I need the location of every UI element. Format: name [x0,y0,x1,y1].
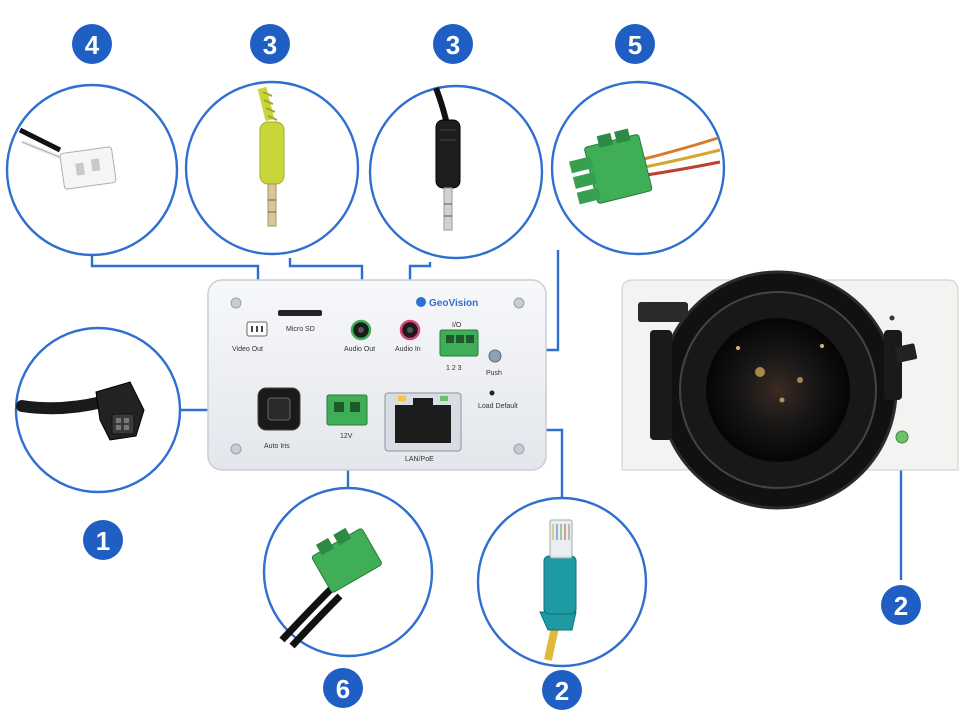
brand-text: GeoVision [429,298,478,309]
badge-5-text: 5 [628,30,642,60]
camera-rear-panel: GeoVision Micro SD Video Out Audio Out A… [207,279,547,471]
badge-2a-text: 2 [555,676,569,706]
badge-3-audio-in: 3 [433,24,473,64]
badge-4: 4 [72,24,112,64]
micro-sd-label: Micro SD [286,326,315,333]
badge-2-led: 2 [881,585,921,625]
badge-3a-text: 3 [263,30,277,60]
auto-iris-label: Auto Iris [264,443,290,450]
badge-3b-text: 3 [446,30,460,60]
lan-poe-label: LAN/PoE [405,456,434,463]
callout-audio-in [368,84,544,260]
load-default-label: Load Default [478,403,518,410]
push-button [488,349,502,363]
power-label: 12V [340,433,353,440]
badge-4-text: 4 [85,30,100,60]
status-led [895,430,909,444]
badge-6-text: 6 [336,674,350,704]
io-label: I/O [452,322,462,329]
green-terminal-block-icon [569,128,721,205]
audio-out-label: Audio Out [344,346,375,353]
badge-6: 6 [323,668,363,708]
callout-lan [476,496,648,668]
camera-lens-icon [650,270,902,510]
io-pins-label: 1 2 3 [446,365,462,372]
callout-audio-out [184,80,360,256]
micro-sd-slot [278,310,322,316]
video-out-label: Video Out [232,346,263,353]
brand-logo: GeoVision [416,297,478,309]
auto-iris-cable-icon [16,381,145,441]
callout-auto-iris [14,326,182,494]
rj45-cable-icon [539,519,577,661]
audio-in-label: Audio In [395,346,421,353]
white-2pin-plug-icon [18,127,117,190]
badge-2b-text: 2 [894,591,908,621]
push-label: Push [486,370,502,377]
load-default-hole [489,390,495,396]
callout-video-out [5,83,179,257]
badge-5: 5 [615,24,655,64]
callout-power [262,486,434,658]
green-power-terminal-icon [279,527,382,649]
power-terminal [326,394,368,426]
badge-1-text: 1 [96,526,110,556]
callout-io [550,80,726,256]
black-3.5mm-jack-icon [433,86,461,231]
camera-front [621,270,959,510]
badge-1: 1 [83,520,123,560]
badge-2-lan: 2 [542,670,582,710]
badge-3-audio-out: 3 [250,24,290,64]
yellow-3.5mm-jack-icon [257,86,285,227]
